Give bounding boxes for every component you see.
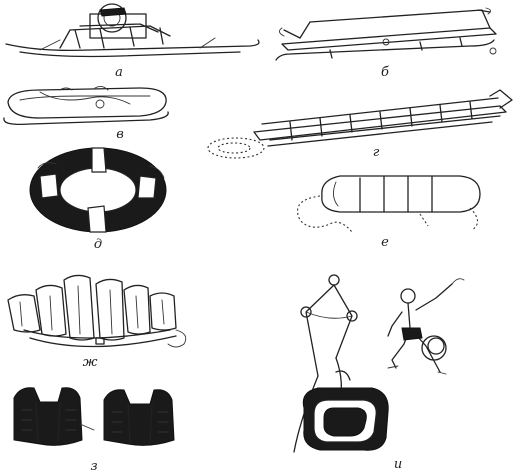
illustration-swimmer-with-rope bbox=[387, 278, 465, 375]
illustration-ski-sled bbox=[5, 3, 260, 58]
illustration-life-jackets bbox=[13, 387, 175, 446]
label-zh: ж bbox=[82, 355, 98, 370]
illustration-rescue-harness bbox=[293, 274, 389, 453]
illustration-inflatable-float bbox=[296, 175, 481, 233]
label-i: и bbox=[393, 457, 403, 472]
illustration-ladder-sled bbox=[207, 89, 513, 159]
label-d: д bbox=[93, 237, 103, 252]
illustration-inflatable-raft bbox=[3, 85, 169, 126]
illustration-life-ring bbox=[29, 147, 167, 233]
label-e: е bbox=[381, 235, 389, 250]
label-z: з bbox=[90, 459, 98, 474]
label-a: а bbox=[115, 65, 123, 80]
illustration-inflatable-belt bbox=[7, 274, 187, 348]
illustration-stretcher bbox=[275, 7, 497, 61]
label-v: в bbox=[116, 127, 124, 142]
label-g: г bbox=[372, 145, 380, 160]
label-b: б bbox=[381, 65, 389, 80]
